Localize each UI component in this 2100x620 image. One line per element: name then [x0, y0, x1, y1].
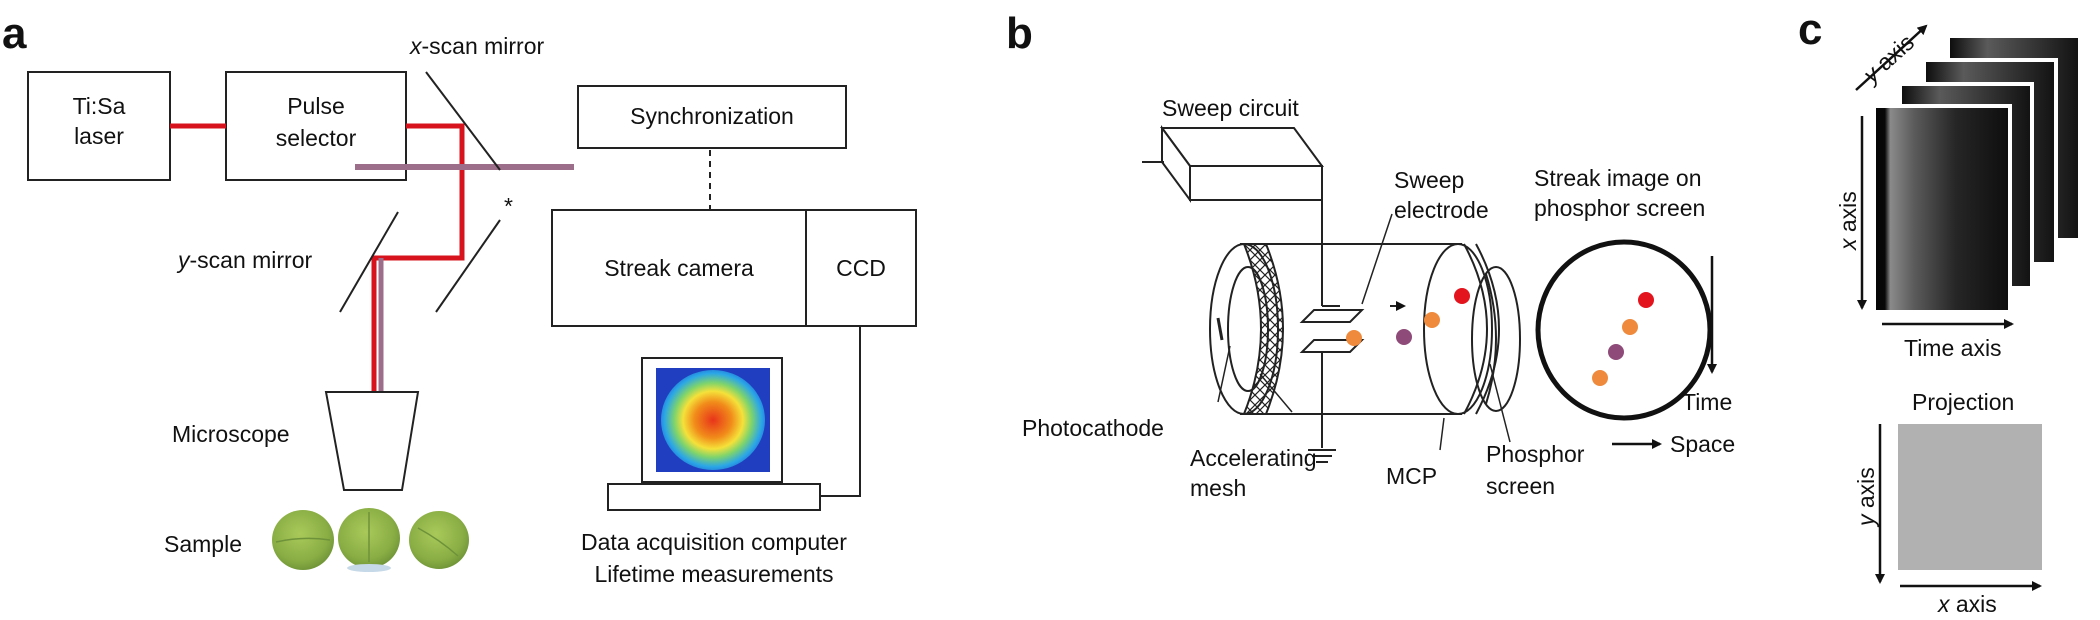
- photocathode-leader: [1217, 345, 1231, 403]
- c-x-axis-vert-rest: axis: [1835, 191, 1861, 238]
- computer-base: [607, 483, 821, 511]
- ccd-cable: [820, 326, 861, 497]
- streak-dot-purple: [1608, 344, 1624, 360]
- mcp-label: MCP: [1386, 463, 1437, 489]
- x-scan-rest: -scan mirror: [422, 33, 545, 59]
- phosphor-screen-label-line1: Phosphor: [1486, 441, 1585, 467]
- electron-dot-red: [1454, 288, 1470, 304]
- streak-frame-1: [1872, 104, 2012, 314]
- proj-x-axis-label: x axis: [1937, 591, 1997, 617]
- streak-image-label-line2: phosphor screen: [1534, 195, 1705, 221]
- x-scan-italic: x: [409, 33, 423, 59]
- streak-dot-orange-1: [1622, 319, 1638, 335]
- phosphor-screen-label-line2: screen: [1486, 473, 1555, 499]
- projection-title: Projection: [1912, 389, 2014, 415]
- y-scan-mirror-line: [339, 211, 399, 313]
- x-scan-mirror-label: x-scan mirror: [409, 33, 545, 59]
- accelerating-mesh-label-line1: Accelerating: [1190, 445, 1317, 471]
- microscope-label: Microscope: [172, 421, 290, 447]
- photocathode-label: Photocathode: [1022, 415, 1164, 441]
- sweep-electrode-leader: [1361, 213, 1393, 305]
- y-scan-italic: y: [176, 247, 191, 273]
- mcp-leader: [1439, 417, 1445, 451]
- panel-b: b Sweep circuit: [1006, 9, 1735, 501]
- pulse-selector-label-line1: Pulse: [287, 93, 345, 119]
- sample-leaf-3: [409, 511, 469, 569]
- c-x-axis-label-vertical: x axis: [1835, 191, 1861, 251]
- time-label: Time: [1682, 389, 1732, 415]
- sample-leaf-3-vein: [417, 527, 459, 557]
- lower-mirror-line: [435, 219, 501, 313]
- pulse-selector-label-line2: selector: [276, 125, 357, 151]
- computer-caption-line2: Lifetime measurements: [594, 561, 833, 587]
- streak-image-label-line1: Streak image on: [1534, 165, 1701, 191]
- laser-beam: [170, 123, 465, 392]
- panel-c: c y axis x axis Time axis Projection y a…: [1798, 5, 2082, 617]
- sweep-electrode-bottom: [1299, 339, 1365, 353]
- streak-tube: [1209, 243, 1521, 415]
- c-x-axis-vert-italic: x: [1835, 237, 1861, 251]
- proj-y-axis-italic: y: [1853, 513, 1879, 528]
- sweep-electrode-label-line2: electrode: [1394, 197, 1489, 223]
- c-y-axis-arrow-diag: [1855, 24, 1928, 91]
- phosphor-screen-disc: [1471, 266, 1521, 412]
- ground-symbol: [1308, 449, 1336, 463]
- sample-leaf-2-shadow: [347, 564, 391, 572]
- proj-y-axis-label: y axis: [1853, 467, 1879, 528]
- accelerating-mesh-label-line2: mesh: [1190, 475, 1246, 501]
- panel-a-letter: a: [2, 9, 27, 58]
- sweep-wire-top: [1321, 166, 1340, 307]
- sweep-circuit-box: [1142, 124, 1324, 204]
- panel-b-letter: b: [1006, 9, 1033, 58]
- x-scan-mirror-line: [425, 71, 501, 171]
- sample-label: Sample: [164, 531, 242, 557]
- ccd-label: CCD: [836, 255, 886, 281]
- y-scan-rest: -scan mirror: [190, 247, 313, 273]
- projection-image-shade: [1898, 424, 2042, 570]
- tisa-laser-label-line2: laser: [74, 123, 124, 149]
- accelerating-mesh: [1242, 243, 1284, 415]
- synchronization-box: [577, 85, 847, 149]
- sample-leaf-1: [272, 510, 334, 570]
- mesh-leader: [1259, 373, 1293, 413]
- panel-a: a Ti:Sa laser Pulse selector x-scan mirr…: [2, 9, 917, 587]
- projection-image: [1898, 424, 2042, 570]
- sweep-electrode-label-line1: Sweep: [1394, 167, 1464, 193]
- sweep-circuit-label: Sweep circuit: [1162, 95, 1299, 121]
- sweep-electrode-top: [1299, 309, 1365, 323]
- microscope-objective: [324, 391, 420, 491]
- monitor-frame: [641, 357, 783, 483]
- y-scan-mirror-label: y-scan mirror: [176, 247, 313, 273]
- electron-dot-purple: [1396, 329, 1412, 345]
- proj-x-axis-italic: x: [1937, 591, 1951, 617]
- synchronization-label: Synchronization: [630, 103, 794, 129]
- c-time-axis-label: Time axis: [1904, 335, 2002, 361]
- asterisk-label: *: [504, 193, 513, 219]
- sweep-wire-bottom: [1321, 339, 1340, 448]
- lifetime-heatmap-image: [661, 370, 765, 470]
- tisa-laser-label-line1: Ti:Sa: [73, 93, 126, 119]
- electron-dot-orange-2: [1424, 312, 1440, 328]
- proj-y-axis-rest: axis: [1853, 467, 1879, 514]
- sample-leaf-1-vein: [275, 537, 331, 543]
- electron-dot-orange-1: [1346, 330, 1362, 346]
- streak-camera-label: Streak camera: [604, 255, 754, 281]
- streak-dot-red: [1638, 292, 1654, 308]
- space-label: Space: [1670, 431, 1735, 457]
- mcp-disc: [1423, 243, 1493, 415]
- streak-dot-orange-2: [1592, 370, 1608, 386]
- panel-c-letter: c: [1798, 5, 1822, 54]
- computer-caption-line1: Data acquisition computer: [581, 529, 847, 555]
- proj-x-axis-rest: axis: [1950, 591, 1997, 617]
- phosphor-leader: [1489, 363, 1511, 443]
